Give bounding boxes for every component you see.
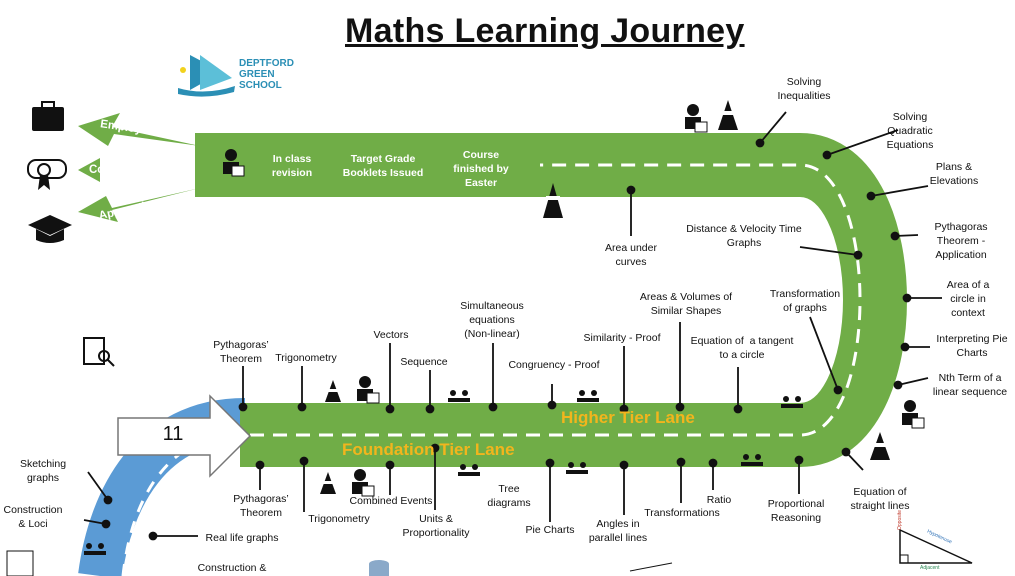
topic-units-proportionality: Units & Proportionality <box>402 513 470 539</box>
topic-angles-parallel: Angles in parallel lines <box>588 518 648 544</box>
topic-sketching-graphs: Sketching graphs <box>19 458 67 484</box>
topic-equation-tangent: Equation of a tangent to a circle <box>690 335 794 361</box>
topic-pythagoras-higher: Pythagoras’ Theorem <box>213 339 269 365</box>
booklets-issued: Target Grade Booklets Issued <box>342 153 424 179</box>
exit-arrow-employment <box>78 113 200 146</box>
students-desk-icon <box>577 390 599 402</box>
triangle-opposite: Opposite <box>897 509 903 530</box>
traffic-cone-icon <box>320 472 336 494</box>
topic-trigonometry-foundation: Trigonometry <box>308 513 370 525</box>
foundation-tier-lane: Foundation Tier Lane <box>342 440 515 459</box>
exit-college: College/Sixth Form <box>89 164 194 176</box>
topic-solving-inequalities: Solving Inequalities <box>777 76 831 102</box>
topic-construction-loci: Construction & Loci <box>3 504 63 530</box>
topic-interpreting-pie: Interpreting Pie Charts <box>936 333 1008 359</box>
topic-combined-events: Combined Events <box>349 495 433 507</box>
topic-transformation-graphs: Transformation of graphs <box>769 288 841 314</box>
topic-solving-quadratic: Solving Quadratic Equations <box>886 111 934 151</box>
topic-trigonometry-higher: Trigonometry <box>275 352 337 364</box>
topic-proportional-reasoning: Proportional Reasoning <box>767 498 825 524</box>
topic-ratio: Ratio <box>706 494 732 506</box>
students-desk-icon <box>458 464 480 476</box>
teacher-icon <box>357 376 380 404</box>
topic-areas-volumes: Areas & Volumes of Similar Shapes <box>639 291 733 317</box>
students-desk-icon <box>781 396 803 408</box>
start-year: 11 <box>162 423 184 445</box>
topic-pythagoras-foundation: Pythagoras’ Theorem <box>233 493 289 519</box>
teacher-icon <box>685 104 708 133</box>
topic-tree-diagrams: Tree diagrams <box>487 483 531 509</box>
in-class-revision: In class revision <box>271 153 313 179</box>
higher-tier-lane: Higher Tier Lane <box>561 408 695 427</box>
topic-pie-charts: Pie Charts <box>525 524 575 536</box>
students-desk-icon <box>741 454 763 466</box>
main-road <box>195 133 907 467</box>
topic-construction-bottom: Construction & <box>197 562 267 574</box>
topic-real-life-graphs: Real life graphs <box>205 532 279 544</box>
bottom-clipped-icons <box>6 550 673 576</box>
topic-area-circle: Area of a circle in context <box>946 279 990 319</box>
students-desk-icon <box>566 462 588 474</box>
topic-sequence: Sequence <box>400 356 448 368</box>
students-desk-icon <box>84 543 106 555</box>
topic-connectors <box>83 111 942 541</box>
page-title: Maths Learning Journey <box>345 12 745 50</box>
topic-similarity-proof: Similarity - Proof <box>583 332 661 344</box>
briefcase-icon <box>32 101 64 131</box>
topic-simultaneous: Simultaneous equations (Non-linear) <box>460 300 524 340</box>
teacher-icon <box>902 400 925 429</box>
exit-arrow-apprenticeships <box>78 188 200 222</box>
topic-distance-velocity: Distance & Velocity Time Graphs <box>686 223 802 249</box>
topic-nth-term: Nth Term of a linear sequence <box>932 372 1008 398</box>
topic-equation-straight-lines: Equation of straight lines <box>850 486 910 512</box>
course-finished: Course finished by Easter <box>453 149 509 189</box>
students-desk-icon <box>448 390 470 402</box>
teacher-icon <box>223 149 245 177</box>
right-triangle-icon <box>899 528 973 564</box>
diploma-icon <box>27 159 67 190</box>
topic-plans-elevations: Plans & Elevations <box>929 161 979 187</box>
start-arrow <box>117 394 252 478</box>
topic-pythagoras-application: Pythagoras Theorem - Application <box>934 221 988 261</box>
school-logo-icon <box>178 55 235 97</box>
graduation-cap-icon <box>28 215 72 243</box>
teacher-icon <box>352 469 375 497</box>
traffic-cone-icon <box>543 183 563 218</box>
triangle-adjacent: Adjacent <box>920 565 940 571</box>
traffic-cone-icon <box>870 432 890 460</box>
topic-vectors: Vectors <box>373 329 409 341</box>
topic-transformations: Transformations <box>644 507 720 519</box>
traffic-cone-icon <box>718 100 738 130</box>
traffic-cone-icon <box>325 380 341 402</box>
topic-area-under-curves: Area under curves <box>605 242 657 268</box>
checklist-icon <box>83 337 115 367</box>
topic-congruency-proof: Congruency - Proof <box>508 359 600 371</box>
